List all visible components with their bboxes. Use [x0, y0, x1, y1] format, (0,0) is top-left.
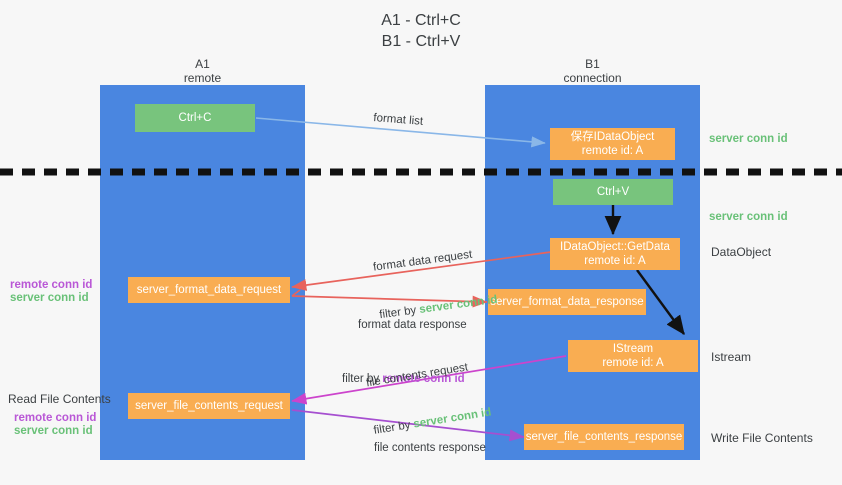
- left-label-remote-conn-id-bottom: remote conn id: [14, 412, 97, 424]
- box-ctrl-c[interactable]: Ctrl+C: [135, 104, 255, 132]
- box-server-format-data-response[interactable]: server_format_data_response: [488, 289, 646, 315]
- page-title: A1 - Ctrl+C B1 - Ctrl+V: [381, 12, 461, 50]
- left-label-server-conn-id-top: server conn id: [10, 292, 89, 304]
- lane-header-b1: B1 connection: [563, 57, 622, 85]
- box-idataobject-getdata[interactable]: IDataObject::GetData remote id: A: [550, 238, 680, 270]
- annotation-file-contents-response: file contents response filter by remote …: [374, 408, 486, 485]
- right-label-server-conn-id-top: server conn id: [709, 133, 788, 145]
- box-istream[interactable]: IStream remote id: A: [568, 340, 698, 372]
- box-server-file-contents-request[interactable]: server_file_contents_request: [128, 393, 290, 419]
- annotation-file-contents-request-title: file contents request: [365, 361, 469, 390]
- right-label-dataobject: DataObject: [711, 245, 772, 259]
- annotation-format-data-response-title: format data response: [358, 319, 467, 331]
- right-label-write-file-contents: Write File Contents: [711, 431, 813, 445]
- left-label-remote-conn-id-top: remote conn id: [10, 279, 93, 291]
- lane-header-a1: A1 remote: [183, 57, 222, 85]
- box-idataobject[interactable]: 保存IDataObject remote id: A: [550, 128, 675, 160]
- right-label-server-conn-id-mid: server conn id: [709, 211, 788, 223]
- annotation-format-list: format list: [372, 111, 424, 128]
- annotation-format-data-response: format data response filter by remote co…: [342, 285, 467, 419]
- box-ctrl-v[interactable]: Ctrl+V: [553, 179, 673, 205]
- left-label-server-conn-id-bottom: server conn id: [14, 425, 93, 437]
- right-label-istream: Istream: [711, 350, 752, 364]
- box-server-format-data-request[interactable]: server_format_data_request: [128, 277, 290, 303]
- annotation-file-contents-response-title: file contents response: [374, 442, 486, 454]
- annotation-format-data-request-title: format data request: [372, 248, 473, 274]
- left-label-read-file-contents: Read File Contents: [8, 392, 111, 406]
- box-server-file-contents-response[interactable]: server_file_contents_response: [524, 424, 684, 450]
- annotation-format-data-response-filter: filter by remote conn id: [342, 373, 465, 385]
